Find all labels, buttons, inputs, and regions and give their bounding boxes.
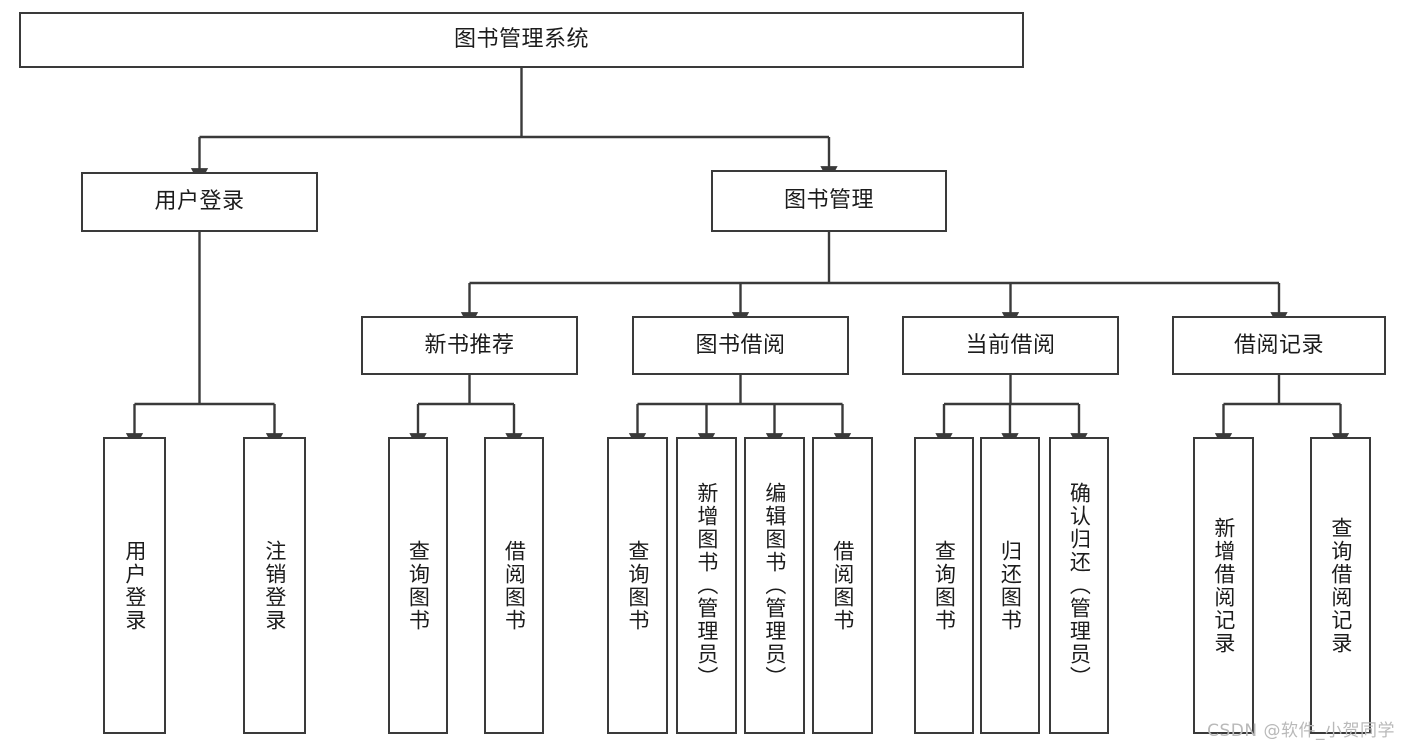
node-label: 查询图书 xyxy=(932,539,957,632)
node-r2[interactable]: 查询借阅记录 xyxy=(1310,437,1371,734)
node-bookmgmt[interactable]: 图书管理 xyxy=(711,170,947,232)
node-b4[interactable]: 借阅图书 xyxy=(812,437,873,734)
node-label: 图书管理系统 xyxy=(453,27,589,53)
node-newbook[interactable]: 新书推荐 xyxy=(361,316,578,375)
node-label: 注销登录 xyxy=(262,539,287,632)
node-login[interactable]: 用户登录 xyxy=(81,172,318,232)
node-label: 用户登录 xyxy=(122,539,147,632)
node-label: 图书管理 xyxy=(783,188,874,214)
node-label: 查询图书 xyxy=(406,539,431,632)
node-label: 借阅记录 xyxy=(1233,332,1324,358)
node-label: 当前借阅 xyxy=(965,332,1056,358)
node-n1[interactable]: 查询图书 xyxy=(388,437,448,734)
node-label: 新增图书（管理员） xyxy=(694,482,719,689)
node-l1[interactable]: 用户登录 xyxy=(103,437,166,734)
node-b3[interactable]: 编辑图书（管理员） xyxy=(744,437,805,734)
node-label: 归还图书 xyxy=(998,539,1023,632)
node-label: 新增借阅记录 xyxy=(1211,516,1236,655)
node-label: 借阅图书 xyxy=(830,539,855,632)
node-label: 用户登录 xyxy=(154,189,245,215)
watermark-text: CSDN @软件_小贺同学 xyxy=(1207,721,1395,741)
node-root[interactable]: 图书管理系统 xyxy=(19,12,1024,68)
node-label: 查询借阅记录 xyxy=(1328,516,1353,655)
node-c3[interactable]: 确认归还（管理员） xyxy=(1049,437,1109,734)
node-label: 查询图书 xyxy=(625,539,650,632)
node-borrow[interactable]: 图书借阅 xyxy=(632,316,849,375)
node-b2[interactable]: 新增图书（管理员） xyxy=(676,437,737,734)
node-c1[interactable]: 查询图书 xyxy=(914,437,974,734)
node-label: 图书借阅 xyxy=(695,332,786,358)
node-c2[interactable]: 归还图书 xyxy=(980,437,1040,734)
node-b1[interactable]: 查询图书 xyxy=(607,437,668,734)
node-r1[interactable]: 新增借阅记录 xyxy=(1193,437,1254,734)
node-label: 编辑图书（管理员） xyxy=(762,482,787,689)
node-current[interactable]: 当前借阅 xyxy=(902,316,1119,375)
node-label: 确认归还（管理员） xyxy=(1067,482,1092,689)
node-l2[interactable]: 注销登录 xyxy=(243,437,306,734)
node-record[interactable]: 借阅记录 xyxy=(1172,316,1386,375)
node-label: 新书推荐 xyxy=(424,332,515,358)
node-label: 借阅图书 xyxy=(502,539,527,632)
node-n2[interactable]: 借阅图书 xyxy=(484,437,544,734)
